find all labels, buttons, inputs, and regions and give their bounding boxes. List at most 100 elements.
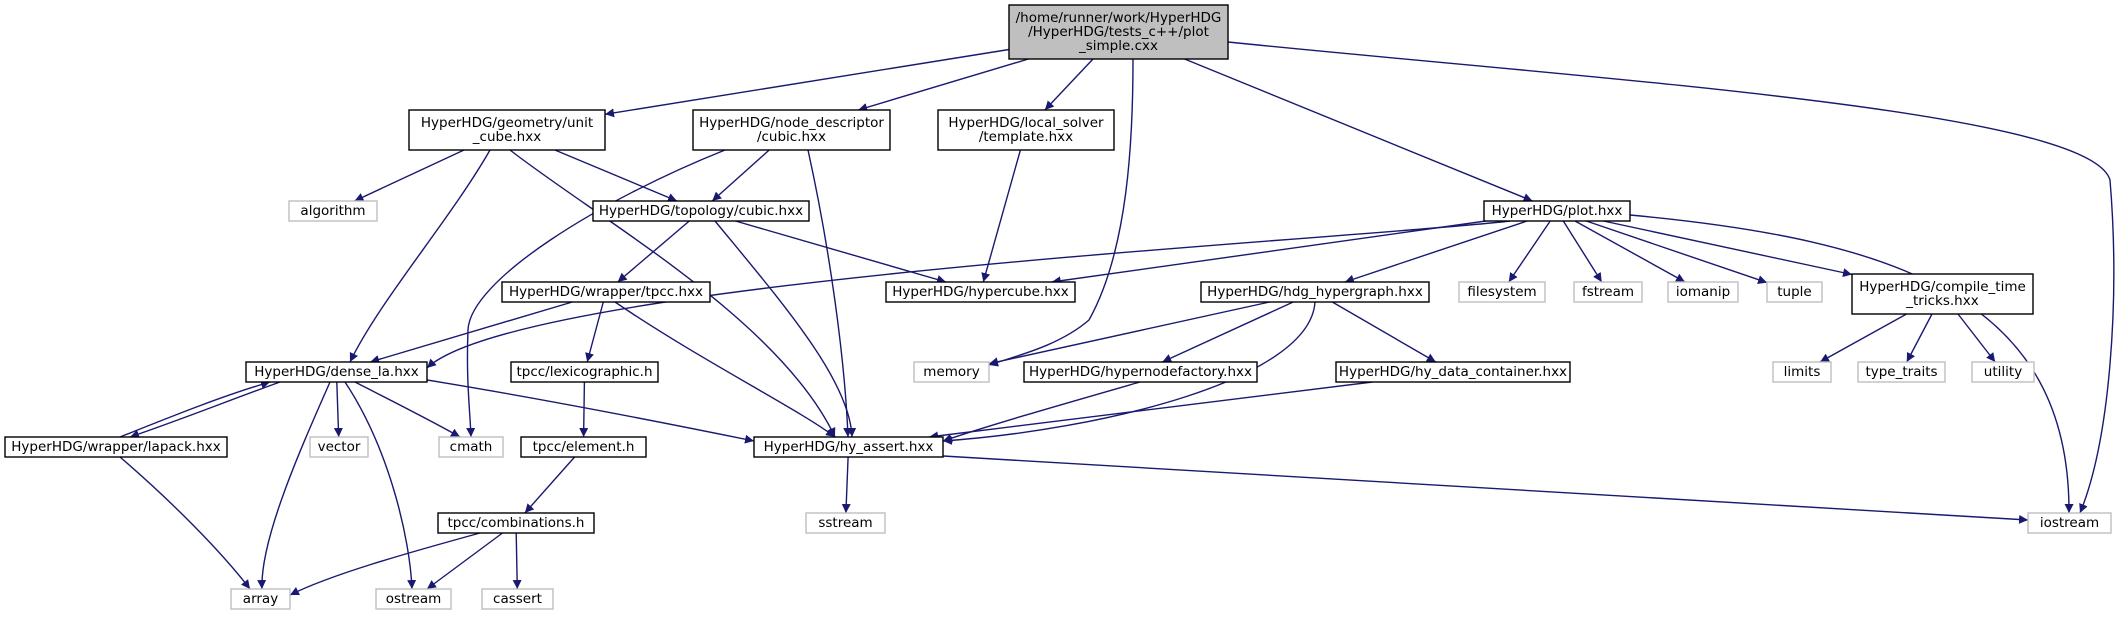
node-local-solver-template[interactable]: HyperHDG/local_solver/template.hxx	[937, 109, 1115, 151]
node-hy-assert[interactable]: HyperHDG/hy_assert.hxx	[753, 436, 944, 458]
node-label: HyperHDG/node_descriptor	[699, 115, 884, 131]
edge-hy-assert-to-iostream	[942, 455, 2029, 524]
node-tuple: tuple	[1766, 281, 1823, 303]
node-plot[interactable]: HyperHDG/plot.hxx	[1483, 200, 1631, 222]
node-element[interactable]: tpcc/element.h	[520, 436, 647, 458]
edge-wrapper-tpcc-to-dense-la	[370, 301, 573, 364]
node-box	[288, 200, 378, 222]
node-label: sstream	[818, 515, 872, 531]
nodes-layer: /home/runner/work/HyperHDG/HyperHDG/test…	[4, 4, 2112, 610]
node-box	[1766, 281, 1823, 303]
node-box	[1971, 361, 2035, 383]
edge-dense-la-to-cmath	[354, 381, 461, 438]
node-fstream: fstream	[1573, 281, 1643, 303]
node-box	[913, 361, 990, 383]
node-type-traits: type_traits	[1857, 361, 1946, 383]
node-wrapper-tpcc[interactable]: HyperHDG/wrapper/tpcc.hxx	[501, 281, 711, 303]
node-label: HyperHDG/hy_assert.hxx	[764, 439, 934, 455]
node-hdg-hypergraph[interactable]: HyperHDG/hdg_hypergraph.hxx	[1200, 281, 1430, 303]
node-root[interactable]: /home/runner/work/HyperHDG/HyperHDG/test…	[1008, 4, 1229, 60]
node-label: /template.hxx	[979, 129, 1073, 145]
node-vector: vector	[309, 436, 369, 458]
node-box	[437, 512, 595, 534]
node-box	[937, 109, 1115, 151]
node-hy-data-container[interactable]: HyperHDG/hy_data_container.hxx	[1335, 361, 1571, 383]
node-iomanip: iomanip	[1667, 281, 1739, 303]
edge-node-desc-cubic-to-hy-assert	[807, 149, 853, 438]
node-box	[805, 512, 886, 534]
node-label: HyperHDG/hypercube.hxx	[892, 284, 1068, 300]
node-box	[753, 436, 944, 458]
node-label: tpcc/combinations.h	[448, 515, 585, 531]
node-label: HyperHDG/dense_la.hxx	[254, 364, 419, 380]
node-iostream: iostream	[2027, 512, 2112, 534]
node-box	[4, 436, 228, 458]
node-hypernodefactory[interactable]: HyperHDG/hypernodefactory.hxx	[1023, 361, 1258, 383]
node-topology-cubic[interactable]: HyperHDG/topology/cubic.hxx	[592, 200, 810, 222]
edge-wrapper-tpcc-to-lexicographic	[585, 301, 604, 363]
edge-unit-cube-to-algorithm	[354, 149, 465, 202]
edge-hdg-hypergraph-to-hypernodefactory	[1162, 301, 1294, 363]
edge-combinations-to-cassert	[512, 532, 522, 590]
node-box	[2027, 512, 2112, 534]
node-unit-cube[interactable]: HyperHDG/geometry/unit_cube.hxx	[408, 109, 606, 151]
edge-root-to-plot	[1184, 58, 1533, 202]
node-hypercube[interactable]: HyperHDG/hypercube.hxx	[885, 281, 1076, 303]
edge-plot-to-hdg-hypergraph	[1344, 220, 1528, 284]
node-box	[1458, 281, 1546, 303]
node-box	[1335, 361, 1571, 383]
edge-plot-to-filesystem	[1508, 220, 1551, 283]
edge-compile-time-tricks-to-limits	[1819, 313, 1907, 363]
node-lexicographic[interactable]: tpcc/lexicographic.h	[510, 361, 659, 383]
edge-dense-la-to-ostream	[344, 381, 417, 590]
node-node-desc-cubic[interactable]: HyperHDG/node_descriptor/cubic.hxx	[692, 109, 891, 151]
node-label: tuple	[1777, 284, 1811, 300]
node-box	[1008, 4, 1229, 60]
node-box	[230, 588, 291, 610]
node-box	[1483, 200, 1631, 222]
edge-hypernodefactory-to-hy-assert	[942, 381, 1141, 443]
node-dense-la[interactable]: HyperHDG/dense_la.hxx	[245, 361, 428, 383]
node-compile-time-tricks[interactable]: HyperHDG/compile_time_tricks.hxx	[1851, 273, 2034, 315]
edge-element-to-combinations	[524, 456, 576, 514]
edge-hy-data-container-to-hy-assert	[929, 381, 1373, 441]
node-label: HyperHDG/hy_data_container.hxx	[1339, 364, 1567, 380]
node-ostream: ostream	[375, 588, 452, 610]
edge-hdg-hypergraph-to-hy-data-container	[1331, 301, 1437, 363]
edge-root-to-unit-cube	[604, 48, 1010, 118]
node-box	[1023, 361, 1258, 383]
node-label: vector	[318, 439, 361, 455]
node-label: _cube.hxx	[472, 129, 541, 145]
edge-dense-la-to-wrapper-lapack	[129, 381, 281, 439]
node-label: cmath	[450, 439, 493, 455]
node-label: /HyperHDG/tests_c++/plot	[1028, 24, 1209, 40]
node-label: HyperHDG/wrapper/tpcc.hxx	[509, 284, 703, 300]
node-wrapper-lapack[interactable]: HyperHDG/wrapper/lapack.hxx	[4, 436, 228, 458]
edge-root-to-node-desc-cubic	[857, 58, 1029, 112]
node-label: ostream	[386, 591, 442, 607]
node-box	[520, 436, 647, 458]
node-label: HyperHDG/compile_time	[1859, 279, 2026, 295]
edge-hy-assert-to-sstream	[841, 456, 851, 514]
node-box	[438, 436, 504, 458]
node-combinations[interactable]: tpcc/combinations.h	[437, 512, 595, 534]
node-box	[1667, 281, 1739, 303]
node-label: _tricks.hxx	[1905, 293, 1978, 309]
edge-plot-to-iomanip	[1574, 220, 1686, 283]
edge-root-to-iostream	[1227, 41, 2115, 514]
node-label: array	[243, 591, 278, 607]
edge-hdg-hypergraph-to-memory	[988, 301, 1270, 367]
node-label: utility	[1984, 364, 2022, 380]
edge-dense-la-to-array	[257, 381, 331, 590]
node-label: algorithm	[300, 203, 365, 219]
node-label: tpcc/lexicographic.h	[516, 364, 652, 380]
edge-root-to-memory	[988, 58, 1134, 367]
edge-plot-to-dense-la	[426, 220, 1511, 369]
node-box	[501, 281, 711, 303]
edge-node-desc-cubic-to-cmath	[466, 149, 726, 438]
node-box	[481, 588, 554, 610]
node-box	[408, 109, 606, 151]
node-label: _simple.cxx	[1078, 38, 1158, 54]
node-label: HyperHDG/local_solver	[948, 115, 1104, 131]
node-filesystem: filesystem	[1458, 281, 1546, 303]
